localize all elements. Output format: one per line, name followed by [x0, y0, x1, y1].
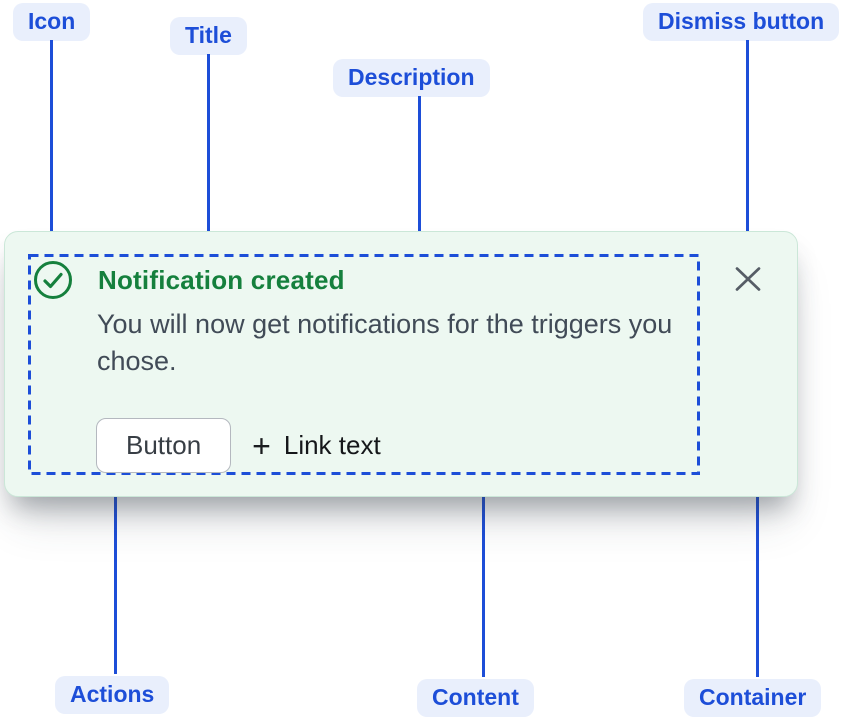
callout-content-label: Content — [417, 679, 534, 717]
notification-title: Notification created — [98, 265, 345, 295]
plus-icon: + — [252, 427, 271, 464]
notification-description: You will now get notifications for the t… — [97, 309, 673, 376]
check-circle-icon — [33, 260, 73, 300]
leader-line-title — [207, 54, 210, 264]
leader-line-dismiss — [746, 40, 749, 247]
callout-title-label: Title — [170, 17, 247, 55]
callout-actions-label: Actions — [55, 676, 170, 714]
action-link[interactable]: + Link text — [252, 430, 381, 462]
leader-line-container — [756, 471, 759, 677]
leader-line-content — [482, 471, 485, 677]
leader-line-actions — [114, 465, 117, 674]
leader-line-icon — [50, 40, 53, 247]
notification-container: Notification created You will now get no… — [4, 231, 798, 497]
leader-line-description — [418, 96, 421, 302]
callout-description-label: Description — [333, 59, 490, 97]
callout-icon-label: Icon — [13, 3, 91, 41]
callout-dismiss-label: Dismiss button — [643, 3, 840, 41]
notification-actions: Button + Link text — [96, 418, 381, 473]
callout-container-label: Container — [684, 679, 822, 717]
action-link-label: Link text — [283, 430, 381, 460]
close-icon — [735, 267, 761, 291]
action-button[interactable]: Button — [96, 418, 232, 473]
dismiss-button[interactable] — [731, 262, 765, 296]
